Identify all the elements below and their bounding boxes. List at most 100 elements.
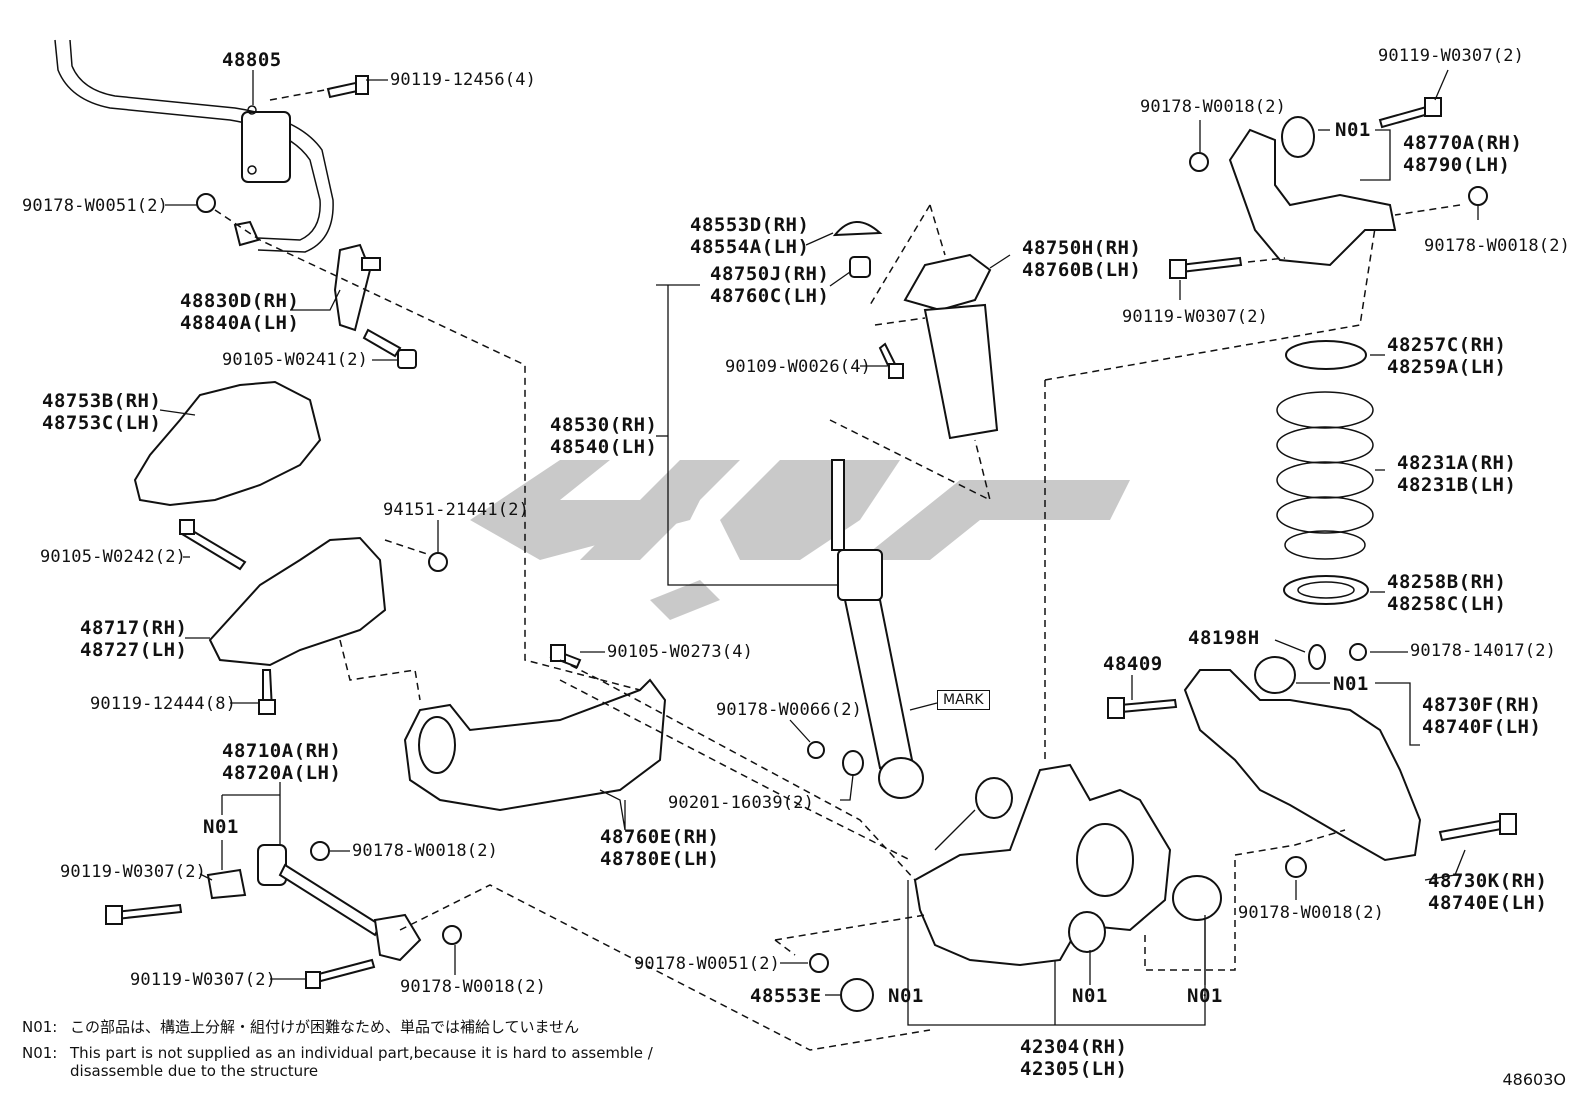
- label-48258B: 48258B(RH) 48258C(LH): [1387, 571, 1506, 615]
- connector-lines: [214, 88, 1461, 1051]
- upper-mount: [832, 221, 999, 440]
- label-N01-c1: N01: [888, 985, 924, 1007]
- label-48257C-line: 48257C(RH): [1387, 334, 1507, 356]
- label-42304: 42304(RH) 42305(LH): [1020, 1036, 1127, 1080]
- label-90119-12456: 90119-12456(4): [390, 70, 537, 90]
- lateral-link: [206, 844, 422, 962]
- label-48805: 48805: [222, 49, 282, 71]
- label-N01-left: N01: [203, 816, 239, 838]
- label-90105-W0273: 90105-W0273(4): [607, 642, 754, 662]
- label-90178-W0018-bottom: 90178-W0018(2): [400, 977, 547, 997]
- leader-lines: [159, 69, 1479, 1026]
- label-48553D-line: 48553D(RH): [690, 214, 810, 236]
- shock-absorber: [831, 459, 924, 799]
- note-jp-tag: N01:: [22, 1018, 58, 1036]
- label-48760E-line: 48760E(RH): [600, 826, 720, 848]
- label-48770A-line: 48770A(RH): [1403, 132, 1523, 154]
- label-90178-W0051-b: 90178-W0051(2): [634, 954, 781, 974]
- label-48710A-line: 48710A(RH): [222, 740, 342, 762]
- label-48540-line: 48540(LH): [550, 436, 658, 458]
- label-48258B-line: 48258B(RH): [1387, 571, 1507, 593]
- label-48830D: 48830D(RH) 48840A(LH): [180, 290, 299, 334]
- label-48730K: 48730K(RH) 48740E(LH): [1428, 870, 1547, 914]
- label-48750J: 48750J(RH) 48760C(LH): [710, 263, 829, 307]
- label-90178-W0018-br: 90178-W0018(2): [1238, 903, 1385, 923]
- label-90119-W0307-left2: 90119-W0307(2): [130, 970, 277, 990]
- label-48830D-line: 48830D(RH): [180, 290, 300, 312]
- label-48530-line: 48530(RH): [550, 414, 658, 436]
- label-48760C-line: 48760C(LH): [710, 285, 830, 307]
- label-94151: 94151-21441(2): [383, 500, 530, 520]
- label-48727-line: 48727(LH): [80, 639, 188, 661]
- upper-control-arm: [1228, 128, 1397, 267]
- label-48840A-line: 48840A(LH): [180, 312, 300, 334]
- label-48198H: 48198H: [1188, 627, 1260, 649]
- label-48753: 48753B(RH) 48753C(LH): [42, 390, 161, 434]
- label-48790-line: 48790(LH): [1403, 154, 1511, 176]
- note-jp: N01: この部品は、構造上分解・組付けが困難なため、単品では補給していません: [22, 1018, 579, 1036]
- note-jp-text: この部品は、構造上分解・組付けが困難なため、単品では補給していません: [70, 1018, 580, 1036]
- label-48717-line: 48717(RH): [80, 617, 188, 639]
- label-90178-W0018-left: 90178-W0018(2): [352, 841, 499, 861]
- watermark-logo: [470, 460, 1130, 620]
- label-N01-c2: N01: [1072, 985, 1108, 1007]
- suspension-bracket: [208, 536, 387, 667]
- label-48750J-line: 48750J(RH): [710, 263, 830, 285]
- coil-spring: [1276, 340, 1374, 605]
- label-48258C-line: 48258C(LH): [1387, 593, 1507, 615]
- label-N01-r: N01: [1333, 673, 1369, 695]
- label-90201: 90201-16039(2): [668, 793, 815, 813]
- label-90178-W0018-tr: 90178-W0018(2): [1140, 97, 1287, 117]
- label-90119-12444: 90119-12444(8): [90, 694, 237, 714]
- label-N01-c3: N01: [1187, 985, 1223, 1007]
- label-48554A-line: 48554A(LH): [690, 236, 810, 258]
- note-en: N01: This part is not supplied as an indi…: [22, 1044, 653, 1080]
- mark-box: MARK: [937, 690, 990, 710]
- stabilizer-bar: [54, 39, 334, 253]
- label-48717: 48717(RH) 48727(LH): [80, 617, 187, 661]
- stabilizer-link: [333, 243, 417, 369]
- label-48409: 48409: [1103, 653, 1163, 675]
- label-48753C-line: 48753C(LH): [42, 412, 162, 434]
- label-90119-W0307-tr: 90119-W0307(2): [1378, 46, 1525, 66]
- note-en-text-2: disassemble due to the structure: [70, 1062, 319, 1080]
- label-48740E-line: 48740E(LH): [1428, 892, 1548, 914]
- label-90119-W0307-left1: 90119-W0307(2): [60, 862, 207, 882]
- diagram-id: 48603O: [1502, 1070, 1567, 1089]
- note-en-tag: N01:: [22, 1044, 58, 1062]
- label-42304-line: 42304(RH): [1020, 1036, 1128, 1058]
- lower-control-arm: [1183, 669, 1422, 862]
- label-90105-W0241: 90105-W0241(2): [222, 350, 369, 370]
- label-48730F-line: 48730F(RH): [1422, 694, 1542, 716]
- label-90178-W0066: 90178-W0066(2): [716, 700, 863, 720]
- label-48553E: 48553E: [750, 985, 822, 1007]
- note-en-text-1: This part is not supplied as an individu…: [70, 1044, 653, 1062]
- label-48760B-line: 48760B(LH): [1022, 259, 1142, 281]
- label-42305-line: 42305(LH): [1020, 1058, 1128, 1080]
- label-48760E: 48760E(RH) 48780E(LH): [600, 826, 719, 870]
- label-48730F: 48730F(RH) 48740F(LH): [1422, 694, 1541, 738]
- label-90105-W0242: 90105-W0242(2): [40, 547, 187, 567]
- shock-tower-cover: [133, 380, 322, 507]
- bolt-icons: [105, 75, 1517, 989]
- label-48750H: 48750H(RH) 48760B(LH): [1022, 237, 1141, 281]
- nut-icons: [196, 152, 1488, 973]
- label-48753B-line: 48753B(RH): [42, 390, 162, 412]
- label-90178-W0018-r: 90178-W0018(2): [1424, 236, 1571, 256]
- label-48780E-line: 48780E(LH): [600, 848, 720, 870]
- label-90178-W0051-a: 90178-W0051(2): [22, 196, 169, 216]
- label-48231A: 48231A(RH) 48231B(LH): [1397, 452, 1516, 496]
- label-48730K-line: 48730K(RH): [1428, 870, 1548, 892]
- label-48750H-line: 48750H(RH): [1022, 237, 1142, 259]
- label-48259A-line: 48259A(LH): [1387, 356, 1507, 378]
- rear-knuckle: [913, 763, 1172, 967]
- label-48530: 48530(RH) 48540(LH): [550, 414, 657, 458]
- trailing-arm: [403, 678, 667, 812]
- label-90119-W0307-mid: 90119-W0307(2): [1122, 307, 1269, 327]
- label-90109-W0026: 90109-W0026(4): [725, 357, 872, 377]
- label-48231B-line: 48231B(LH): [1397, 474, 1517, 496]
- label-N01-tr: N01: [1335, 119, 1371, 141]
- label-48720A-line: 48720A(LH): [222, 762, 342, 784]
- label-48770A: 48770A(RH) 48790(LH): [1403, 132, 1522, 176]
